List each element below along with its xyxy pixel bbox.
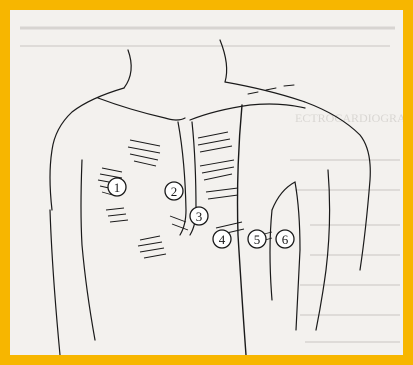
electrode-2: 2 [165,182,183,200]
electrode-4-label: 4 [219,232,226,247]
electrode-4: 4 [213,230,231,248]
electrode-3: 3 [190,207,208,225]
electrode-1: 1 [108,178,126,196]
chest-electrode-diagram: ECTROCARDIOGRAM PLACEMENT OF ELECTRODES [10,10,403,355]
electrode-1-label: 1 [114,180,121,195]
electrode-6-label: 6 [282,232,289,247]
electrode-2-label: 2 [171,184,178,199]
electrode-5: 5 [248,230,266,248]
electrode-5-label: 5 [254,232,261,247]
electrode-6: 6 [276,230,294,248]
bleed-heading: ECTROCARDIOGRAM PLACEMENT OF ELECTRODES [295,111,403,125]
electrode-3-label: 3 [196,209,203,224]
torso-outline [50,40,370,355]
bleed-through-text: ECTROCARDIOGRAM PLACEMENT OF ELECTRODES [20,28,403,342]
